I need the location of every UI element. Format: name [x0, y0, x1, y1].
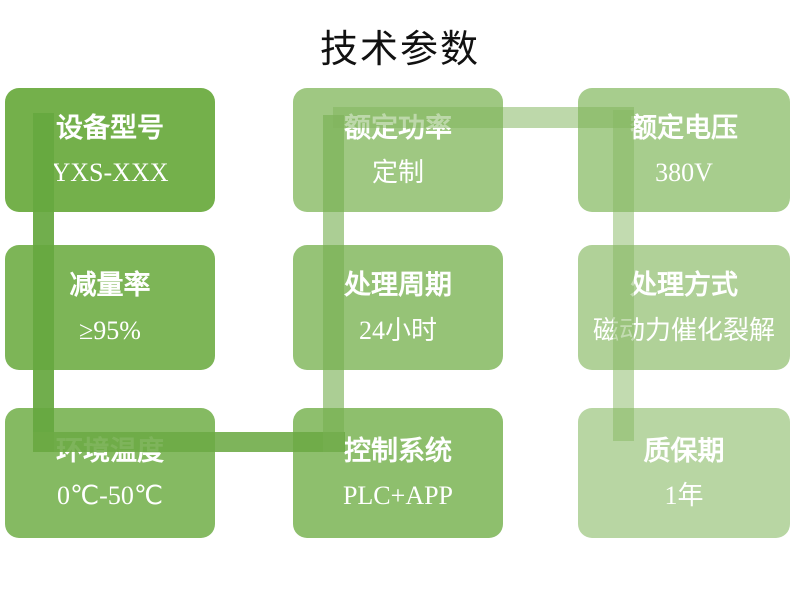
param-label: 额定电压: [630, 112, 738, 143]
param-value: ≥95%: [79, 315, 141, 345]
param-label: 减量率: [69, 270, 151, 301]
param-value: 定制: [371, 158, 424, 188]
connector-left-vertical: [33, 113, 54, 452]
param-value: 380V: [655, 158, 713, 188]
connector-bottom-horizontal: [33, 432, 345, 452]
param-box-processing-method: 处理方式 磁动力催化裂解: [578, 245, 790, 370]
param-label: 处理方式: [630, 270, 738, 301]
connector-middle-vertical: [323, 115, 344, 452]
param-label: 质保期: [643, 435, 725, 466]
param-label: 控制系统: [344, 435, 452, 466]
param-label: 处理周期: [344, 270, 452, 301]
param-value: 0℃-50℃: [56, 481, 164, 511]
connector-right-vertical: [613, 110, 634, 441]
param-value: YXS-XXX: [51, 158, 169, 188]
param-value: 1年: [664, 481, 704, 511]
page-title: 技术参数: [319, 29, 480, 71]
param-box-warranty-period: 质保期 1年: [578, 408, 790, 538]
param-label: 设备型号: [56, 112, 164, 143]
param-value: PLC+APP: [342, 481, 454, 511]
param-value: 24小时: [358, 315, 437, 345]
connector-top-horizontal: [333, 107, 634, 128]
